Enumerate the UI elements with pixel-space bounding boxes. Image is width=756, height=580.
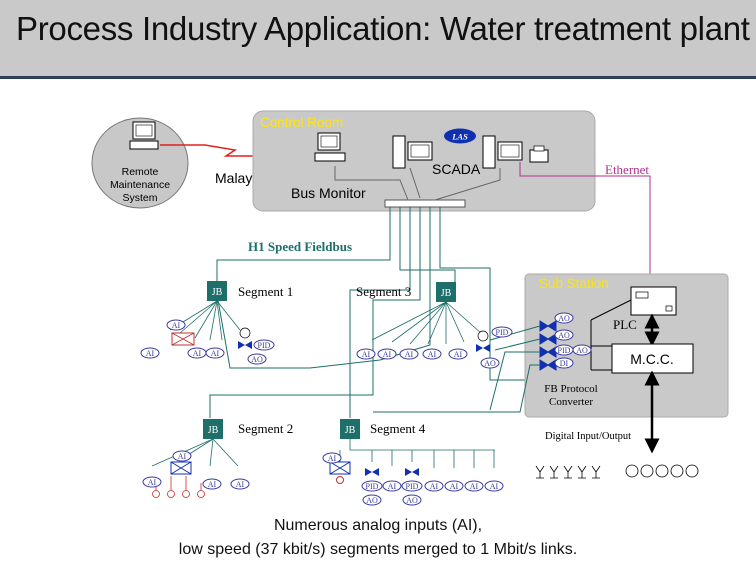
bus-monitor-computer-icon — [314, 132, 346, 162]
plc-label: PLC — [613, 317, 637, 332]
junction-box-segment-2: JB — [203, 419, 223, 439]
remote-maintenance-node: Remote Maintenance System — [91, 117, 189, 209]
seg1-tag-ai-3: AI — [193, 349, 202, 358]
jb-label-3: JB — [441, 288, 452, 299]
converter-feed-lines — [373, 325, 541, 413]
seg4-tag-ai-4: AI — [450, 482, 459, 491]
scada-left-computer-icon — [392, 135, 433, 169]
caption-line-2: low speed (37 kbit/s) segments merged to… — [178, 541, 578, 558]
junction-box-segment-3: JB — [436, 282, 456, 302]
seg4-tag-ai-2: AI — [388, 482, 397, 491]
seg2-tag-ai-2: AI — [178, 452, 187, 461]
ethernet-link — [519, 162, 651, 290]
segment-4-devices: AI PID AO AI PID AO AI AI AI AI — [322, 452, 504, 506]
page-title: Process Industry Application: Water trea… — [16, 10, 750, 47]
seg1-tag-ai-1: AI — [172, 321, 181, 330]
scada-label: SCADA — [432, 161, 481, 177]
segment-3-spurs — [371, 301, 483, 345]
remote-computer-icon — [129, 121, 159, 150]
segment-1-label: Segment 1 — [238, 284, 293, 299]
seg1-tag-pid: PID — [258, 341, 271, 350]
seg3-tag-ao: AO — [484, 359, 496, 368]
converter-tag-ao-3: AO — [576, 346, 588, 355]
seg3-tag-ai-1: AI — [362, 350, 371, 359]
seg4-tag-ai-3: AI — [430, 482, 439, 491]
control-room-title: Control Room — [260, 115, 343, 130]
remote-label-line2: Maintenance — [110, 179, 170, 191]
scada-right-computer-icon — [482, 135, 523, 169]
seg4-tag-ai-1: AI — [328, 454, 337, 463]
converter-tag-ao-1: AO — [558, 314, 570, 323]
seg3-tag-ai-5: AI — [454, 350, 463, 359]
sub-station: Sub Station PLC M.C.C. AO AO PID AO — [524, 273, 729, 418]
seg3-tag-ai-4: AI — [428, 350, 437, 359]
converter-tag-pid: PID — [558, 346, 571, 355]
segment-2-spurs — [151, 438, 239, 467]
converter-tag-di: DI — [560, 359, 569, 368]
seg4-tag-ai-6: AI — [490, 482, 499, 491]
las-badge — [444, 128, 476, 144]
seg3-tag-ai-3: AI — [405, 350, 414, 359]
remote-label-line3: System — [122, 192, 157, 204]
junction-box-segment-4: JB — [340, 419, 360, 439]
segment-2-label: Segment 2 — [238, 421, 293, 436]
seg2-tag-ai-4: AI — [236, 480, 245, 489]
segment-3-devices: AI AI AI AI AI PID AO — [356, 326, 513, 369]
seg4-tag-pid-2: PID — [406, 482, 419, 491]
segment-1-spurs — [169, 300, 241, 341]
plc-device — [630, 286, 677, 316]
caption-line-1: Numerous analog inputs (AI), — [273, 517, 483, 534]
printer-icon — [529, 145, 549, 163]
title-bar: Process Industry Application: Water trea… — [0, 0, 756, 79]
seg3-tag-pid: PID — [496, 328, 509, 337]
seg1-tag-ao: AO — [251, 355, 263, 364]
fb-converter-label-line1: FB Protocol — [544, 383, 597, 395]
segment-2-devices: AI AI AI AI — [142, 450, 250, 498]
seg2-tag-ai-3: AI — [208, 480, 217, 489]
remote-label-line1: Remote — [122, 166, 159, 178]
las-label: LAS — [451, 132, 468, 142]
jb-label-1: JB — [212, 287, 223, 298]
digital-io-devices — [535, 464, 699, 479]
bus-monitor-label: Bus Monitor — [291, 185, 366, 201]
control-room: Control Room Bus Monitor LAS SCADA — [252, 110, 596, 212]
converter-tag-ao-2: AO — [558, 331, 570, 340]
jb-label-4: JB — [345, 425, 356, 436]
mcc-label: M.C.C. — [630, 351, 674, 367]
seg1-tag-ai-4: AI — [211, 349, 220, 358]
seg4-tag-ai-5: AI — [470, 482, 479, 491]
seg3-tag-ai-2: AI — [383, 350, 392, 359]
seg4-tag-ao-1: AO — [366, 496, 378, 505]
jb-label-2: JB — [208, 425, 219, 436]
seg4-tag-pid-1: PID — [366, 482, 379, 491]
segment-1-devices: AI AI AI AI PID AO — [140, 319, 275, 365]
h1-fieldbus-label: H1 Speed Fieldbus — [248, 239, 352, 254]
seg4-tag-ao-2: AO — [406, 496, 418, 505]
network-hub-bar — [384, 199, 466, 208]
fb-converter-label-line2: Converter — [549, 396, 593, 408]
caption: Numerous analog inputs (AI), low speed (… — [0, 514, 756, 562]
seg1-tag-ai-2: AI — [146, 349, 155, 358]
segment-3-label: Segment 3 — [356, 284, 411, 299]
junction-box-segment-1: JB — [207, 281, 227, 301]
fieldbus-trunks — [209, 207, 540, 418]
segment-4-label: Segment 4 — [370, 421, 426, 436]
sub-station-title: Sub Station — [539, 276, 609, 291]
digital-io-label: Digital Input/Output — [545, 431, 631, 442]
seg2-tag-ai-1: AI — [148, 478, 157, 487]
segment-4-spurs — [339, 439, 495, 468]
ethernet-label: Ethernet — [605, 162, 649, 177]
